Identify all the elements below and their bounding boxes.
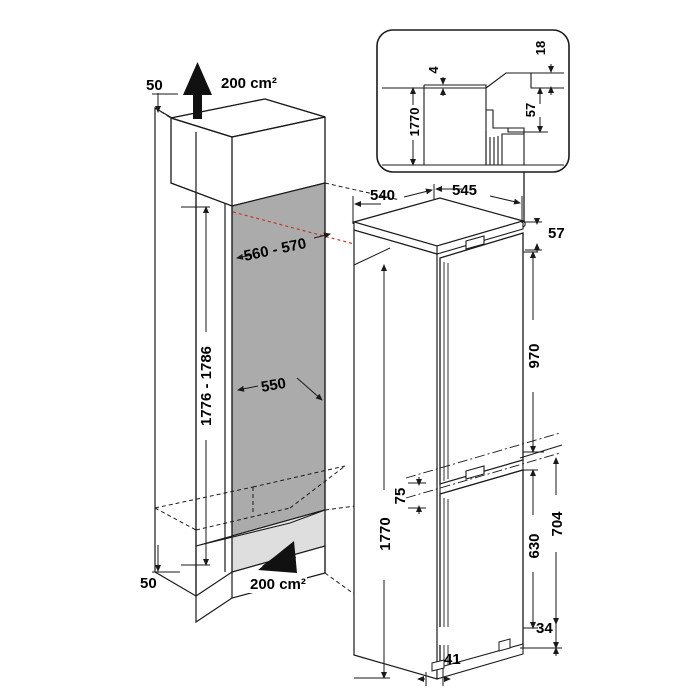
gap-bottom-label: 50 (140, 575, 157, 592)
dim545-right (489, 195, 521, 205)
appliance-foot-left (431, 659, 445, 672)
freezer-height-630-dimension (523, 469, 538, 629)
top-box-left-top-edge (170, 117, 233, 138)
depth-545-label: 545 (452, 182, 477, 199)
gap-centerline-a (405, 452, 561, 499)
dim540-right (403, 188, 433, 198)
inset-height-label: 1770 (407, 108, 422, 137)
hidden-bottom-front (195, 507, 291, 531)
appliance-group: 540 545 57 970 (351, 182, 566, 686)
niche-depth-line-right (313, 232, 331, 239)
gap-bottom-dimension (152, 545, 180, 573)
hidden-edge-c (170, 182, 233, 207)
niche-height-dimension (181, 206, 210, 566)
niche-depth-line-left (236, 253, 253, 260)
fridge-door-face (439, 232, 524, 485)
inset-top-gap-label: 4 (426, 66, 441, 74)
freezer-height-630-label: 630 (526, 533, 543, 558)
fridge-door-handle-recess (465, 235, 485, 250)
foot-depth-41-text-holder (438, 627, 468, 645)
inset-panel-thickness-label: 18 (533, 41, 548, 55)
top-offset-57-label: 57 (548, 225, 565, 242)
inset-hinge-bracket (486, 109, 545, 133)
hidden-bottom-right (252, 465, 346, 488)
top-offset-57-dimension (525, 218, 542, 252)
niche-width-label: 550 (260, 375, 288, 396)
inset-rounded-frame (376, 29, 570, 173)
depth-540-label: 540 (370, 187, 395, 204)
niche-width-line-left (237, 385, 259, 392)
dim704-ext-top (519, 444, 563, 459)
dim1770-ext-top (353, 247, 391, 266)
niche-width-line-right (296, 377, 323, 401)
appliance-left-side (353, 229, 438, 680)
freezer-door-handle-recess (465, 465, 485, 480)
total-height-1770-label: 1770 (377, 517, 394, 550)
fridge-height-970-label: 970 (526, 343, 543, 368)
hinge-detail-inset-group: 1770 4 18 57 (376, 29, 570, 228)
appliance-foot-right (498, 638, 511, 652)
lower-section-704-label: 704 (549, 511, 566, 537)
door-gap-75-label: 75 (392, 488, 409, 505)
appliance-plinth (436, 643, 524, 680)
door-gap-centerlines (405, 432, 561, 499)
inset-handle-offset-label: 57 (523, 103, 538, 117)
hidden-bottom-left (154, 507, 197, 531)
hidden-bottom-right2 (289, 465, 346, 509)
inset-hinge-cap (508, 127, 525, 134)
top-vent-arrow-icon (183, 62, 212, 119)
door-gap-75-dimension (408, 477, 426, 514)
gap-top-dimension (152, 93, 178, 113)
inset-handle-offset-dimension (528, 87, 548, 133)
niche-inner-edges (195, 132, 326, 596)
bottom-vent-arrow-icon (258, 541, 297, 573)
inset-panel-thickness-dimension (535, 64, 556, 95)
niche-back-wall (231, 182, 326, 537)
inset-hinge-plates (489, 136, 499, 165)
gap-top-label: 50 (146, 77, 163, 94)
depth-545-dimension (435, 186, 523, 223)
niche-height-label: 1776 - 1786 (198, 346, 215, 426)
gap-centerline-b (405, 432, 561, 479)
plinth-34-label: 34 (536, 620, 553, 637)
top-box-right-top-edge (231, 116, 326, 138)
foot-depth-41-label-visible: 41 (444, 651, 461, 668)
niche-width-dimension (237, 377, 323, 401)
total-height-1770-dimension (353, 247, 391, 679)
niche-depth-dimension (236, 232, 331, 260)
depth-540-dimension (352, 184, 435, 224)
inset-section-lines (382, 72, 564, 166)
hidden-lead-top-right (324, 182, 401, 201)
foot-depth-41-dimension (417, 668, 451, 686)
hidden-bottom-diag (154, 486, 254, 509)
